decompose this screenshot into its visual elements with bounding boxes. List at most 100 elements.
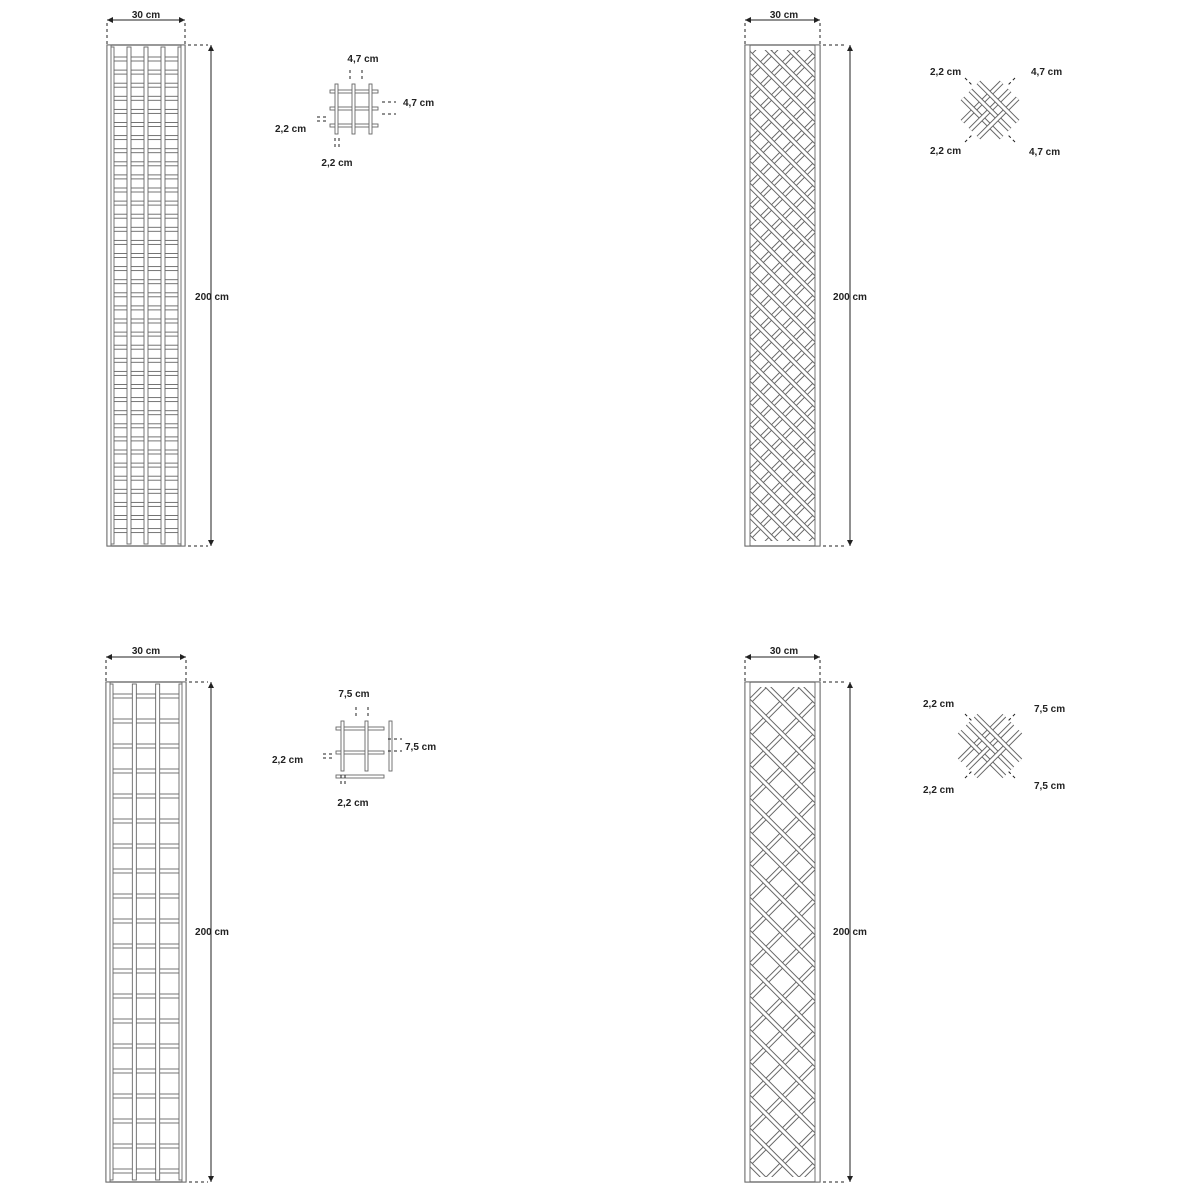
diagonal-slat-fill (799, 1161, 815, 1177)
vertical-slat (143, 46, 149, 545)
detail-horizontal-slat (335, 726, 385, 731)
detail-vertical-slat (351, 83, 356, 135)
diagonal-slat-fill (750, 1029, 815, 1100)
diagonal-slat-fill (750, 381, 815, 452)
vertical-slat (155, 683, 161, 1181)
detail-guide (1007, 134, 1016, 143)
detail-horizontal-slat (335, 750, 385, 755)
horizontal-slat (110, 1068, 182, 1074)
frame-stile (744, 681, 751, 1183)
detail-label-bottom-left: 2,2 cm (923, 785, 954, 796)
diagonal-slat (745, 598, 820, 673)
detail-label-right: 7,5 cm (405, 742, 436, 753)
horizontal-slat (110, 743, 182, 749)
horizontal-slat (110, 993, 182, 999)
diagonal-slat-fill (750, 359, 815, 430)
horizontal-slat (110, 1143, 182, 1149)
horizontal-slat (110, 1043, 182, 1049)
panel-square-small (106, 17, 396, 547)
diagonal-slat-fill (798, 687, 815, 704)
width-label: 30 cm (770, 646, 798, 657)
diagonal-slat-fill (750, 491, 800, 541)
diagonal-slat (745, 565, 820, 640)
diagonal-slat-fill (750, 51, 815, 122)
detail-label-top: 4,7 cm (347, 54, 378, 65)
frame-stile (180, 44, 186, 547)
width-label: 30 cm (770, 10, 798, 21)
diagonal-slat-fill (750, 183, 815, 254)
horizontal-slat (110, 968, 182, 974)
detail-label-bottom: 2,2 cm (321, 158, 352, 169)
diagonal-slat-fill (750, 117, 815, 188)
diagonal-slat (745, 598, 820, 673)
vertical-slat (160, 46, 166, 545)
detail-vertical-slat (334, 83, 339, 135)
diagonal-slat-fill (787, 50, 815, 78)
diagonal-slat-fill (750, 249, 815, 320)
width-label: 30 cm (132, 10, 160, 21)
detail-horizontal-slat (335, 774, 385, 779)
panel-frame (744, 44, 821, 547)
horizontal-slat (110, 818, 182, 824)
diagonal-slat-fill (750, 315, 815, 386)
diagonal-slat-fill (750, 447, 815, 518)
diagonal-slat-fill (750, 930, 815, 1001)
diagonal-slat-fill (750, 831, 815, 902)
horizontal-slat (110, 768, 182, 774)
detail-label-top-left: 2,2 cm (930, 67, 961, 78)
diagonal-slat-fill (750, 798, 815, 869)
diagonal-slat-fill (750, 161, 815, 232)
diagonal-slat-fill (750, 897, 815, 968)
diagonal-slat-fill (750, 513, 778, 541)
diagonal-slat-fill (765, 50, 815, 100)
frame-stile (744, 44, 751, 547)
detail-label-top-right: 7,5 cm (1034, 704, 1065, 715)
detail-guide (964, 77, 973, 86)
diagonal-slat-fill (765, 687, 815, 737)
diagonal-slat-fill (750, 699, 815, 770)
diagonal-slat-fill (750, 963, 815, 1034)
detail-label-bottom-right: 7,5 cm (1034, 781, 1065, 792)
panel-frame (105, 681, 187, 1183)
detail-vertical-slat (368, 83, 373, 135)
diagonal-slat-fill (745, 565, 820, 640)
detail-guide (1007, 713, 1016, 722)
lattice (750, 50, 815, 541)
detail-label-left: 2,2 cm (275, 124, 306, 135)
detail-label-top: 7,5 cm (338, 689, 369, 700)
diagonal-slat-fill (750, 50, 778, 78)
panel-diagonal-large (744, 565, 1023, 1183)
diagonal-slat-fill (750, 1128, 799, 1177)
panel-diagonal-small (744, 17, 1020, 547)
detail-cross (960, 80, 1020, 140)
frame-stile (105, 681, 111, 1183)
detail-vertical-slat (364, 720, 369, 772)
diagonal-slat-fill (750, 996, 815, 1067)
diagonal-slat-fill (750, 864, 815, 935)
detail-guide (964, 713, 973, 722)
diagonal-slat-fill (750, 95, 815, 166)
detail-cross (957, 713, 1023, 779)
detail-guide (1007, 77, 1016, 86)
horizontal-slat (110, 1093, 182, 1099)
horizontal-slat (110, 868, 182, 874)
detail-guide (964, 770, 973, 779)
detail-slat-fill (977, 97, 1019, 139)
frame-stile (181, 681, 187, 1183)
detail-label-top-left: 2,2 cm (923, 699, 954, 710)
diagonal-slat-fill (787, 513, 815, 541)
frame-stile (106, 44, 112, 547)
horizontal-slat (110, 843, 182, 849)
diagonal-slat-fill (745, 598, 820, 673)
diagonal-slat-fill (750, 732, 815, 803)
detail-guide (1007, 770, 1016, 779)
horizontal-slat (110, 1118, 182, 1124)
diagonal-slat-fill (750, 205, 815, 276)
diagonal-slat-fill (750, 337, 815, 408)
horizontal-slat (110, 1018, 182, 1024)
detail-slat-fill (977, 81, 1019, 123)
diagonal-slat-fill (750, 293, 815, 364)
diagonal-slat-fill (750, 425, 815, 496)
detail-slat-fill (974, 714, 1022, 762)
